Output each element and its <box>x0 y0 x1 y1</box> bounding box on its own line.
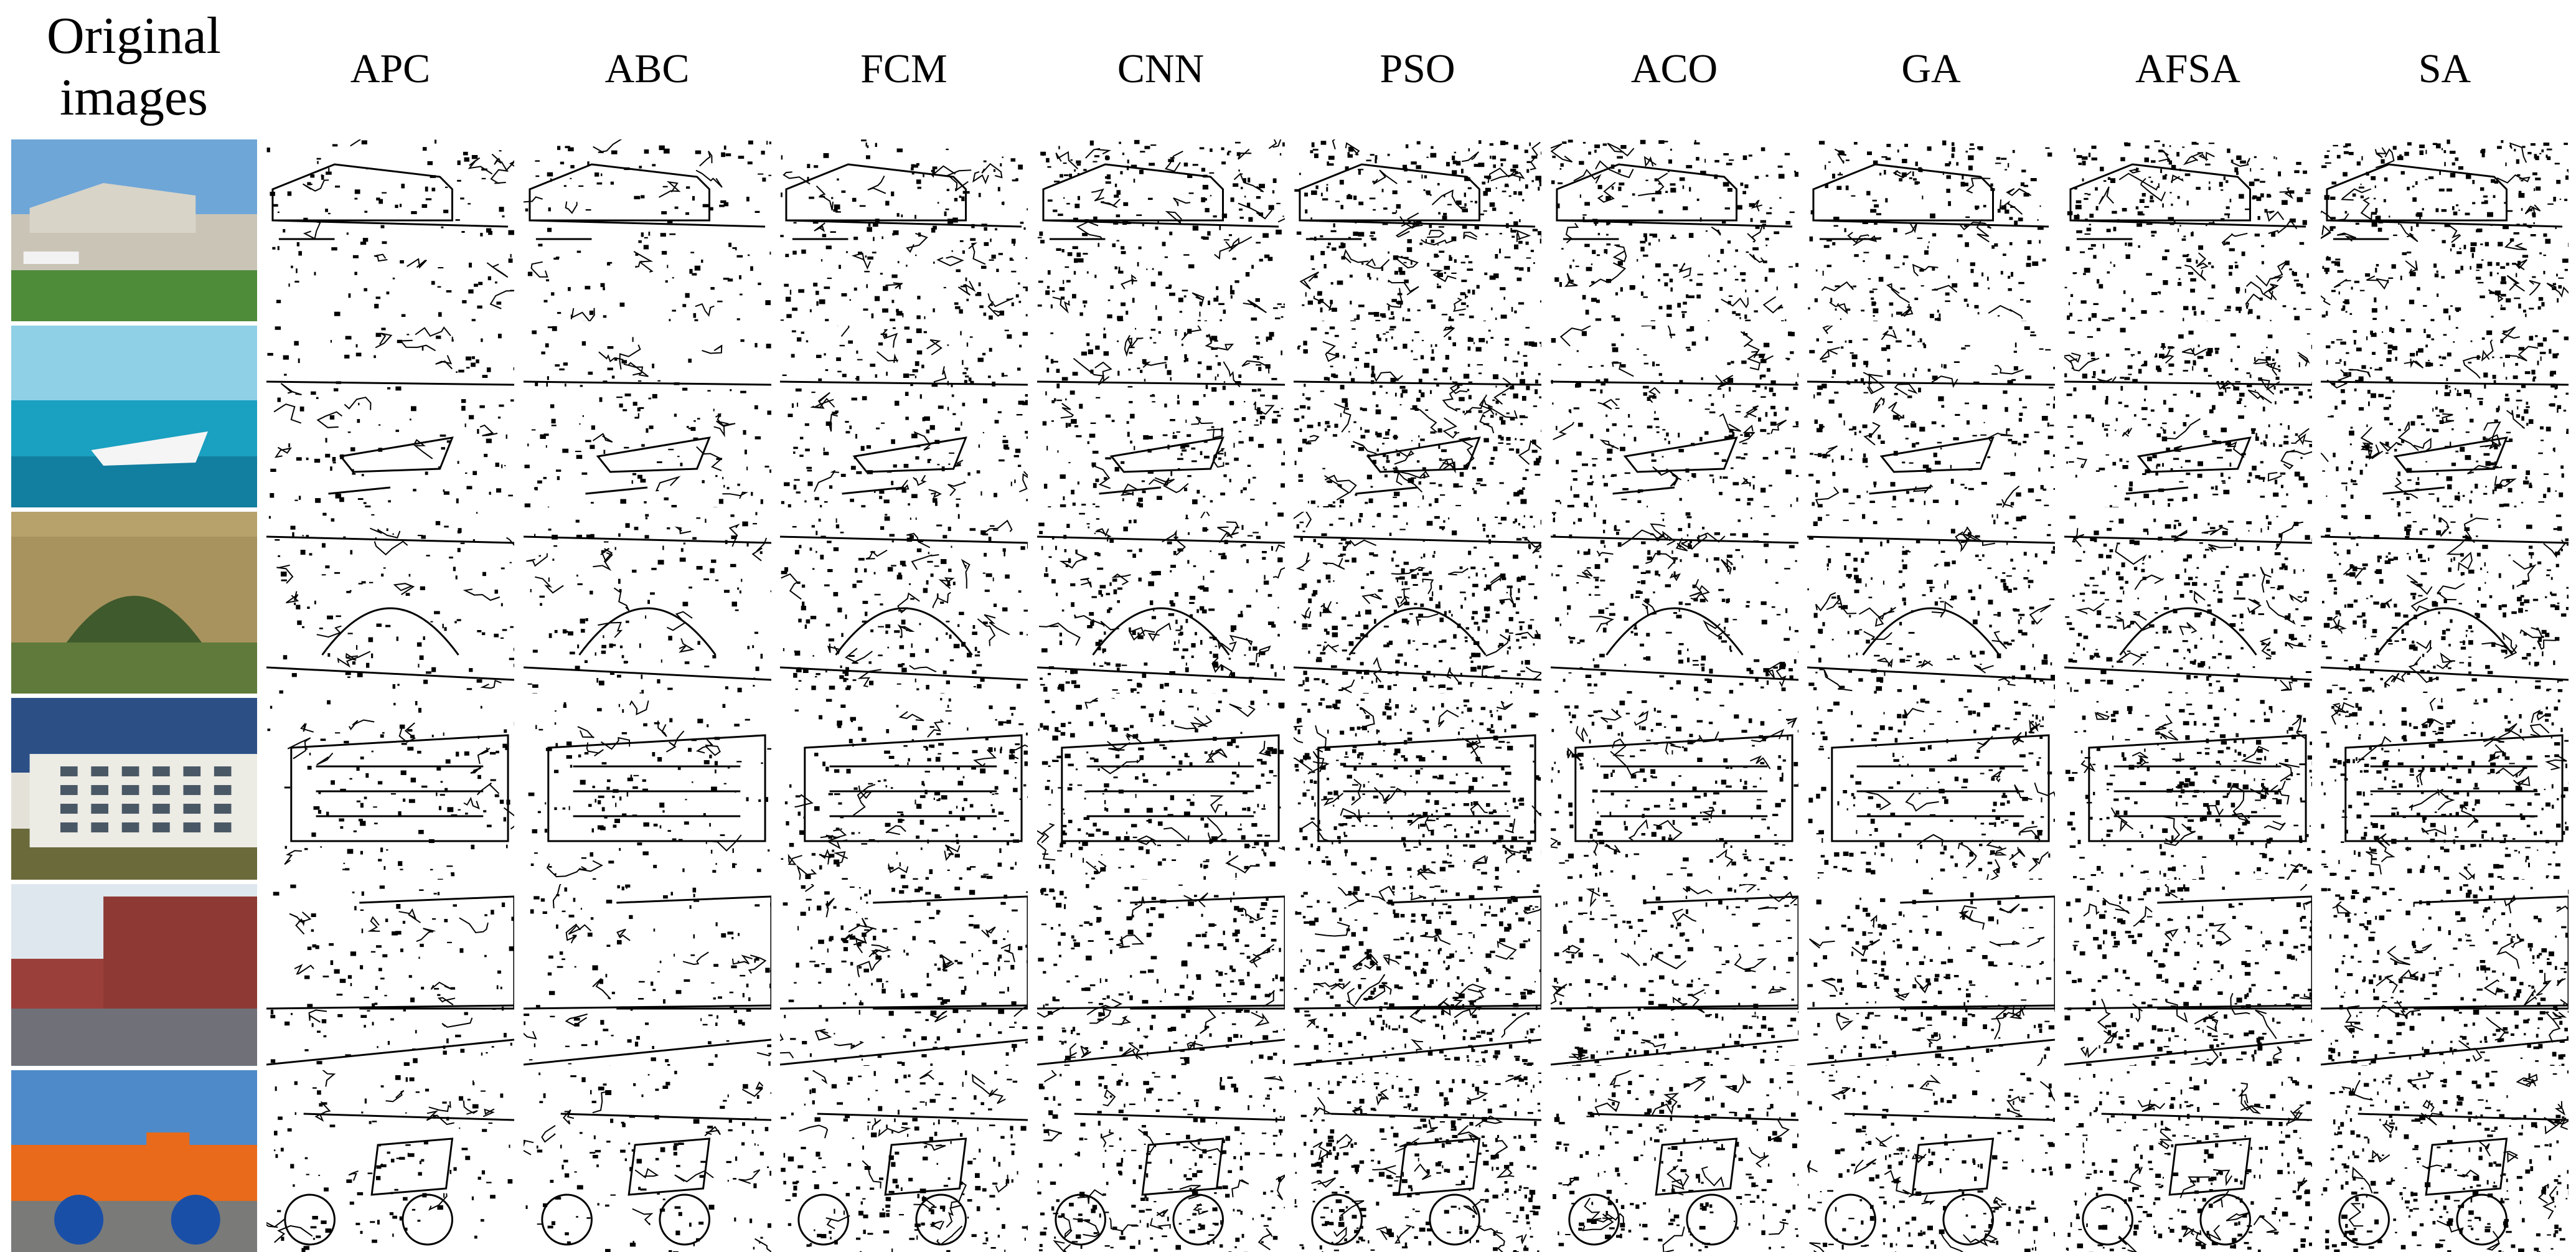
original-images-label: Original images <box>0 5 268 128</box>
result-apc-boat-sea <box>266 326 514 507</box>
result-afsa-building <box>2064 698 2312 880</box>
result-apc-building <box>266 698 514 880</box>
result-afsa-stone-bridge <box>2064 512 2312 694</box>
original-label-line1: Original <box>0 5 268 67</box>
result-apc-hangar-airplane <box>266 139 514 321</box>
result-afsa-boat-sea <box>2064 326 2312 507</box>
original-image-street <box>11 884 257 1066</box>
result-fcm-motorcycle <box>780 1070 1028 1252</box>
result-cnn-motorcycle <box>1037 1070 1285 1252</box>
result-ga-motorcycle <box>1807 1070 2055 1252</box>
result-pso-building <box>1294 698 1541 880</box>
result-aco-hangar-airplane <box>1551 139 1798 321</box>
column-header-afsa: AFSA <box>2064 49 2312 90</box>
result-afsa-street <box>2064 884 2312 1066</box>
result-abc-boat-sea <box>524 326 771 507</box>
result-pso-street <box>1294 884 1541 1066</box>
result-aco-building <box>1551 698 1798 880</box>
result-cnn-street <box>1037 884 1285 1066</box>
result-ga-building <box>1807 698 2055 880</box>
result-pso-motorcycle <box>1294 1070 1541 1252</box>
result-aco-boat-sea <box>1551 326 1798 507</box>
result-fcm-stone-bridge <box>780 512 1028 694</box>
result-abc-street <box>524 884 771 1066</box>
result-abc-building <box>524 698 771 880</box>
column-header-pso: PSO <box>1294 49 1541 90</box>
column-header-abc: ABC <box>524 49 771 90</box>
original-image-stone-bridge <box>11 512 257 694</box>
result-sa-street <box>2321 884 2569 1066</box>
result-apc-motorcycle <box>266 1070 514 1252</box>
result-aco-motorcycle <box>1551 1070 1798 1252</box>
result-abc-stone-bridge <box>524 512 771 694</box>
column-header-fcm: FCM <box>780 49 1028 90</box>
result-aco-street <box>1551 884 1798 1066</box>
original-image-hangar-airplane <box>11 139 257 321</box>
result-abc-hangar-airplane <box>524 139 771 321</box>
result-afsa-motorcycle <box>2064 1070 2312 1252</box>
result-cnn-stone-bridge <box>1037 512 1285 694</box>
result-ga-stone-bridge <box>1807 512 2055 694</box>
result-pso-boat-sea <box>1294 326 1541 507</box>
result-fcm-hangar-airplane <box>780 139 1028 321</box>
column-header-cnn: CNN <box>1037 49 1285 90</box>
column-header-apc: APC <box>266 49 514 90</box>
result-sa-stone-bridge <box>2321 512 2569 694</box>
result-apc-street <box>266 884 514 1066</box>
result-fcm-street <box>780 884 1028 1066</box>
result-cnn-hangar-airplane <box>1037 139 1285 321</box>
column-header-aco: ACO <box>1551 49 1798 90</box>
original-image-motorcycle <box>11 1070 257 1252</box>
result-ga-street <box>1807 884 2055 1066</box>
column-header-ga: GA <box>1807 49 2055 90</box>
result-pso-hangar-airplane <box>1294 139 1541 321</box>
original-label-line2: images <box>0 67 268 128</box>
result-afsa-hangar-airplane <box>2064 139 2312 321</box>
result-fcm-boat-sea <box>780 326 1028 507</box>
original-image-building <box>11 698 257 880</box>
result-cnn-building <box>1037 698 1285 880</box>
result-ga-hangar-airplane <box>1807 139 2055 321</box>
result-sa-hangar-airplane <box>2321 139 2569 321</box>
result-cnn-boat-sea <box>1037 326 1285 507</box>
result-fcm-building <box>780 698 1028 880</box>
result-sa-motorcycle <box>2321 1070 2569 1252</box>
original-image-boat-sea <box>11 326 257 507</box>
result-abc-motorcycle <box>524 1070 771 1252</box>
result-sa-building <box>2321 698 2569 880</box>
column-header-sa: SA <box>2321 49 2569 90</box>
result-sa-boat-sea <box>2321 326 2569 507</box>
result-apc-stone-bridge <box>266 512 514 694</box>
result-ga-boat-sea <box>1807 326 2055 507</box>
result-aco-stone-bridge <box>1551 512 1798 694</box>
result-pso-stone-bridge <box>1294 512 1541 694</box>
